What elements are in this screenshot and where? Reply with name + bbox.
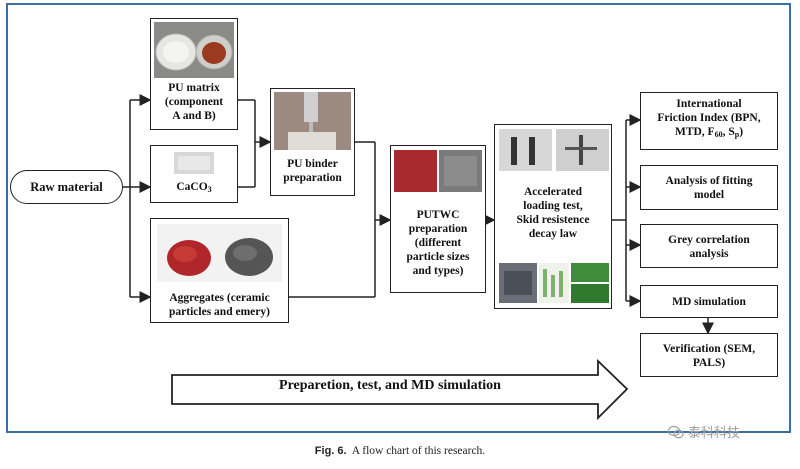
pu-binder-photo: [274, 92, 351, 150]
wechat-icon: [668, 425, 684, 438]
putwc-line-4: particle sizes: [406, 251, 470, 263]
caption-text: A flow chart of this research.: [351, 445, 486, 457]
verification-node: Verification (SEM, PALS): [640, 333, 778, 377]
loading-test-photos: [499, 129, 609, 171]
putwc-photo: [394, 150, 482, 192]
caco3-node: CaCO3: [150, 145, 238, 203]
ifi-node: International Friction Index (BPN, MTD, …: [640, 92, 778, 150]
caco3-photo: [174, 152, 214, 174]
pu-binder-line-2: preparation: [283, 172, 342, 184]
grey-line-2: analysis: [689, 248, 729, 260]
verification-line-2: PALS): [692, 357, 726, 369]
pu-matrix-line-3: A and B): [172, 110, 216, 122]
md-simulation-node: MD simulation: [640, 285, 778, 318]
putwc-node: PUTWC preparation (different particle si…: [390, 145, 486, 293]
pu-binder-node: PU binder preparation: [270, 88, 355, 196]
grey-line-1: Grey correlation: [668, 234, 750, 246]
caco3-subscript: 3: [207, 185, 212, 194]
aggregates-node: Aggregates (ceramic particles and emery): [150, 218, 289, 323]
fitting-model-node: Analysis of fitting model: [640, 165, 778, 210]
raw-material-node: Raw material: [10, 170, 123, 204]
ifi-line-3: MTD, F60, Sp): [674, 126, 744, 139]
verification-line-1: Verification (SEM,: [662, 343, 756, 355]
fitting-line-2: model: [693, 189, 725, 201]
accelerated-line-2: loading test,: [523, 200, 583, 212]
pu-matrix-photo: [154, 22, 234, 78]
watermark-text: 泰科科技: [688, 426, 741, 441]
accelerated-loading-node: Accelerated loading test, Skid resistenc…: [494, 124, 612, 309]
pu-binder-line-1: PU binder: [287, 158, 338, 170]
raw-material-label: Raw material: [30, 179, 103, 194]
figure-caption: Fig. 6. A flow chart of this research.: [0, 445, 800, 457]
pu-matrix-line-1: PU matrix: [168, 82, 220, 94]
pu-matrix-line-2: (component: [164, 96, 224, 108]
accelerated-line-1: Accelerated: [523, 186, 583, 198]
accelerated-line-3: Skid resistence: [516, 214, 590, 226]
aggregates-line-2: particles and emery): [169, 306, 270, 318]
big-process-arrow: [171, 358, 629, 421]
ifi-line-1: International: [676, 98, 742, 110]
decay-law-photos: [499, 263, 609, 303]
aggregates-line-1: Aggregates (ceramic: [169, 292, 270, 304]
grey-correlation-node: Grey correlation analysis: [640, 224, 778, 268]
caco3-label: CaCO3: [151, 180, 237, 197]
pu-matrix-node: PU matrix (component A and B): [150, 18, 238, 130]
accelerated-line-4: decay law: [528, 228, 578, 240]
aggregates-photo: [157, 224, 282, 282]
fitting-line-1: Analysis of fitting: [665, 175, 753, 187]
caco3-base: CaCO: [176, 181, 208, 193]
caption-label: Fig. 6.: [314, 445, 347, 457]
putwc-line-2: preparation: [408, 223, 468, 235]
putwc-line-3: (different: [414, 237, 462, 249]
md-simulation-label: MD simulation: [672, 296, 746, 308]
big-arrow-label: Preparetion, test, and MD simulation: [279, 378, 501, 393]
putwc-line-1: PUTWC: [416, 209, 460, 221]
watermark: 泰科科技: [668, 422, 740, 441]
putwc-line-5: and types): [412, 265, 464, 277]
ifi-line-2: Friction Index (BPN,: [657, 112, 761, 124]
